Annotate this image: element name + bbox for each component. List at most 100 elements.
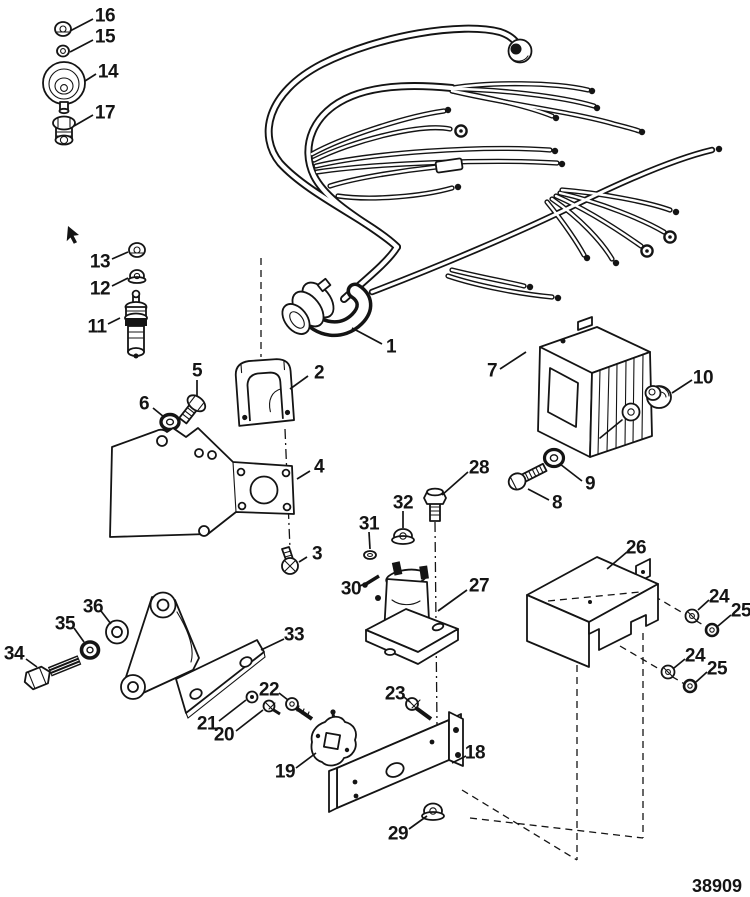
part-29-nut <box>421 802 445 821</box>
callout-4-leader <box>296 470 311 480</box>
callout-23-label: 23 <box>385 684 405 705</box>
part-15-nut <box>56 44 70 58</box>
part-24-washer-lower <box>660 664 676 680</box>
callout-9-leader <box>559 463 583 482</box>
bullet-terminals <box>444 87 723 302</box>
callout-13-leader <box>111 251 129 260</box>
part-19-clamp-block <box>310 709 357 767</box>
part-27-solenoid <box>365 561 459 665</box>
callout-23-leader <box>403 696 411 703</box>
callout-30-leader <box>359 582 367 587</box>
callout-26-leader <box>606 551 628 570</box>
callout-25-label: 25 <box>731 601 750 622</box>
part-3-screw <box>281 546 299 575</box>
callout-17-leader <box>73 114 94 127</box>
callout-5-label: 5 <box>192 361 203 382</box>
part-2-clamp <box>234 358 295 427</box>
callout-3-leader <box>298 556 308 563</box>
callout-27-leader <box>437 589 468 612</box>
callout-34-label: 34 <box>4 644 25 665</box>
part-30-screw <box>362 574 380 588</box>
part-11-temperature-sender <box>124 289 148 359</box>
cursor-arrow-icon <box>66 226 79 244</box>
callout-1-label: 1 <box>386 337 397 358</box>
part-4-bracket-plate <box>109 427 295 538</box>
callout-10-label: 10 <box>693 368 713 389</box>
callout-34-leader <box>25 658 38 668</box>
callout-22-label: 22 <box>259 680 279 701</box>
callout-3-label: 3 <box>312 544 322 565</box>
part-28-bolt <box>423 487 447 522</box>
callout-35-label: 35 <box>55 614 76 635</box>
callout-12-leader <box>111 277 129 287</box>
part-21-nut <box>245 690 259 704</box>
part-8-bolt <box>507 462 548 491</box>
callout-1-leader <box>351 327 383 345</box>
callout-9-label: 9 <box>585 474 595 495</box>
callout-18-leader <box>451 755 467 764</box>
part-5-bolt <box>178 394 207 425</box>
part-20-screw <box>262 699 281 716</box>
callout-29-leader <box>408 815 428 830</box>
callout-24-label: 24 <box>685 646 706 667</box>
callout-19-label: 19 <box>275 762 295 783</box>
callout-12-label: 12 <box>90 279 110 300</box>
callout-22-leader <box>278 692 289 701</box>
part-10-bushing <box>644 385 672 409</box>
part-36-washer <box>105 619 129 645</box>
callout-24-leader <box>697 599 710 611</box>
callout-33-label: 33 <box>284 625 304 646</box>
part-31-washer <box>363 550 377 560</box>
part-32-nut <box>391 528 415 545</box>
callout-14-leader <box>84 73 97 82</box>
part-26-cover <box>526 556 659 668</box>
drawing-number: 38909 <box>692 876 742 896</box>
ring-terminals <box>454 124 677 258</box>
callout-8-leader <box>527 488 550 501</box>
part-18-channel-bracket <box>328 711 464 813</box>
callout-30-label: 30 <box>341 579 361 600</box>
callout-16-leader <box>69 18 94 32</box>
part-7-regulator <box>537 316 653 458</box>
callout-8-label: 8 <box>552 493 562 514</box>
callout-20-label: 20 <box>214 725 234 746</box>
callout-11-leader <box>107 317 121 325</box>
callout-28-leader <box>441 471 469 496</box>
callout-15-label: 15 <box>95 27 116 48</box>
callout-27-label: 27 <box>469 576 489 597</box>
part-9-washer <box>542 447 566 469</box>
part-33-bracket <box>120 591 266 719</box>
callout-13-label: 13 <box>90 252 110 273</box>
callout-32-label: 32 <box>393 493 413 514</box>
callout-7-label: 7 <box>487 361 497 382</box>
callout-15-leader <box>69 39 94 53</box>
part-14-gauge-sender <box>42 61 86 115</box>
callout-31-label: 31 <box>359 514 380 535</box>
part-25-nut-lower <box>682 678 698 694</box>
harness-cap-connector <box>507 38 533 64</box>
part-16-nut <box>54 21 72 37</box>
flat-connector <box>434 157 464 174</box>
callout-24-leader <box>673 658 686 669</box>
callout-21-label: 21 <box>197 714 218 735</box>
callout-17-label: 17 <box>95 103 115 124</box>
callout-16-label: 16 <box>95 6 115 27</box>
callout-20-leader <box>235 709 264 732</box>
callout-14-label: 14 <box>98 62 119 83</box>
callout-29-label: 29 <box>388 824 408 845</box>
callout-4-label: 4 <box>314 457 325 478</box>
callout-7-leader <box>499 351 527 370</box>
part-34-bolt <box>23 655 82 691</box>
callout-28-label: 28 <box>469 458 489 479</box>
callout-21-leader <box>218 699 247 722</box>
part-1-wiring-harness <box>269 29 723 338</box>
part-24-washer-upper <box>684 608 700 624</box>
callout-11-label: 11 <box>87 317 107 338</box>
callout-10-leader <box>671 379 693 394</box>
harness-connector <box>281 277 373 338</box>
part-13-nut <box>128 242 146 258</box>
part-17-fitting <box>52 115 76 146</box>
callout-18-label: 18 <box>465 743 485 764</box>
